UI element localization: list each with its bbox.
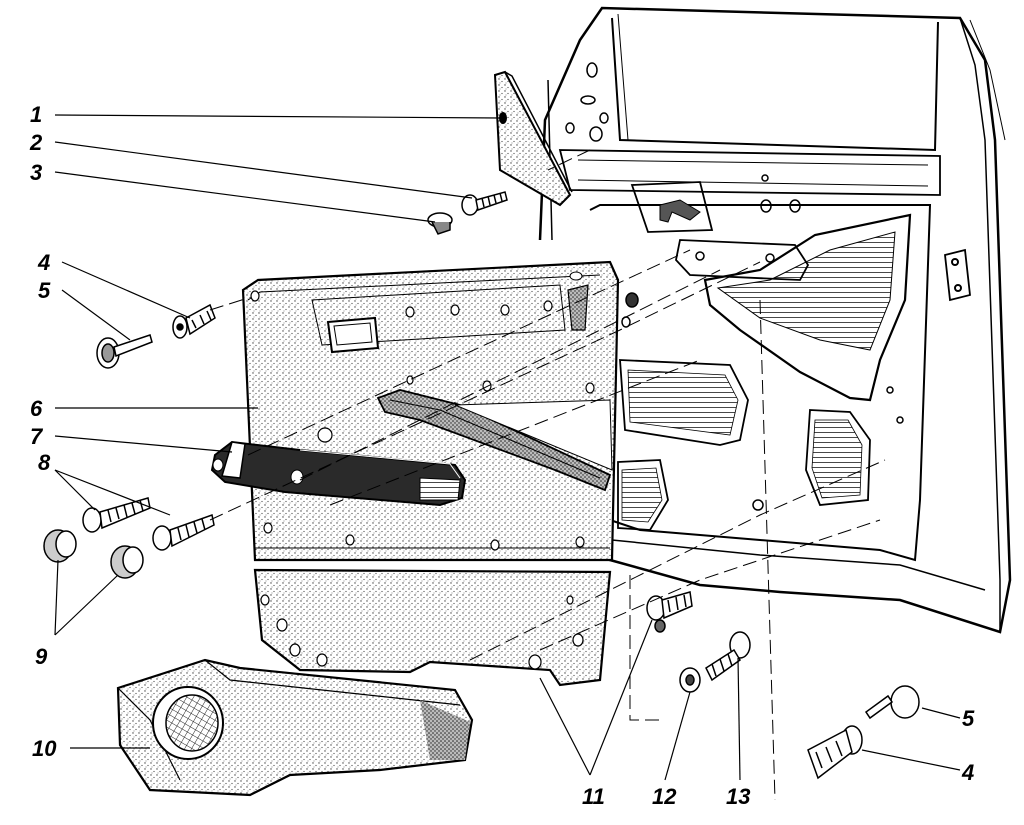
retainer-clip-lower: [807, 725, 863, 780]
callout-1: 1: [30, 102, 42, 127]
pin: [96, 334, 153, 369]
callout-11: 11: [582, 784, 605, 809]
callout-5: 5: [38, 278, 51, 303]
callout-2: 2: [29, 130, 43, 155]
panel-clip: [646, 591, 693, 633]
callout-7: 7: [30, 424, 44, 449]
pin-lower: [864, 685, 920, 720]
callout-10: 10: [32, 736, 57, 761]
map-pocket-with-speaker-grille: [116, 658, 474, 797]
callout-12: 12: [652, 784, 677, 809]
callout-leaders: [54, 114, 961, 781]
callout-3: 3: [30, 160, 42, 185]
screw: [705, 631, 751, 682]
triangular-trim-cover: [493, 70, 573, 207]
retainer-clip: [172, 303, 216, 339]
trim-screw: [461, 191, 508, 216]
door-inner-structure: [538, 6, 1012, 634]
screw-cap: [43, 529, 144, 579]
washer: [679, 667, 701, 693]
callout-13: 13: [726, 784, 750, 809]
callout-5-lower: 5: [962, 706, 975, 731]
plastic-plug: [427, 212, 453, 235]
callout-labels: 1 2 3 4 5 6 7 8 9 10 11 12 13 5 4: [29, 102, 975, 809]
callout-4-lower: 4: [961, 760, 974, 785]
armrest-screw: [82, 497, 215, 551]
callout-6: 6: [30, 396, 43, 421]
assembly-lines: [209, 149, 886, 801]
callout-9: 9: [35, 644, 48, 669]
callout-4: 4: [37, 250, 50, 275]
callout-8: 8: [38, 450, 51, 475]
